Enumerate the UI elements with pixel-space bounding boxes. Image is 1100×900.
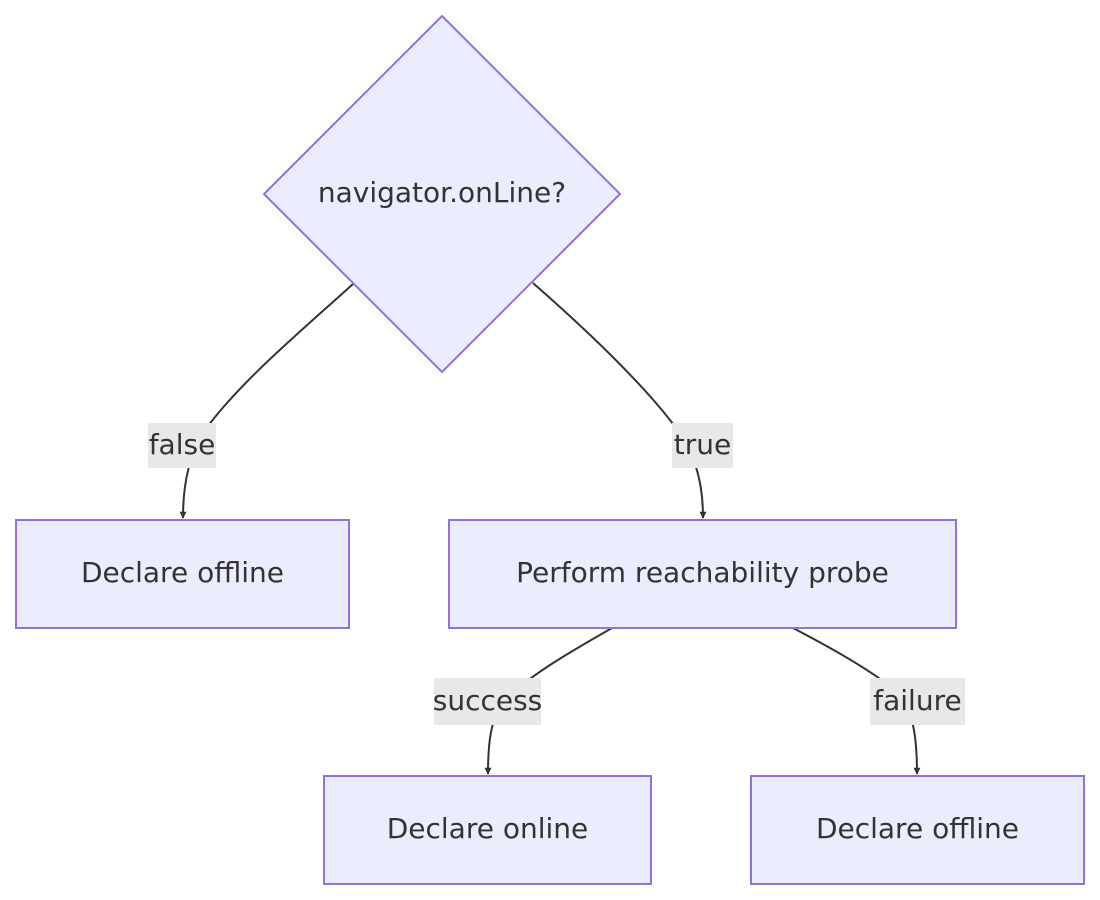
declare-online-label: Declare online <box>387 812 589 845</box>
declare-online-node: Declare online <box>323 775 652 885</box>
edge-true <box>532 282 707 519</box>
edge-label-failure-bg <box>870 678 965 725</box>
decision-diamond <box>262 14 622 374</box>
edge-label-success: success <box>433 678 543 725</box>
edge-label-success-bg <box>434 678 541 725</box>
edge-label-failure: failure <box>870 678 965 725</box>
declare-online-box <box>323 775 652 885</box>
declare-offline-right-label: Declare offline <box>816 812 1019 845</box>
decision-node: navigator.onLine? <box>262 14 622 374</box>
declare-offline-right-node: Declare offline <box>750 775 1085 885</box>
probe-node: Perform reachability probe <box>448 519 957 629</box>
decision-label: navigator.onLine? <box>318 176 566 209</box>
probe-label: Perform reachability probe <box>516 556 889 589</box>
edge-false-path <box>179 283 354 519</box>
declare-offline-left-node: Declare offline <box>15 519 350 629</box>
edge-false <box>179 283 354 519</box>
edge-true-path <box>532 282 707 519</box>
edge-label-failure-text: failure <box>873 684 961 717</box>
edge-label-false-text: false <box>149 428 216 461</box>
edge-label-true: true <box>672 423 733 468</box>
edge-label-false: false <box>148 423 216 468</box>
edge-label-false-bg <box>148 423 216 468</box>
edge-label-success-text: success <box>433 684 543 717</box>
declare-offline-right-box <box>750 775 1085 885</box>
edge-label-true-bg <box>672 423 733 468</box>
edge-label-true-text: true <box>674 428 731 461</box>
probe-box <box>448 519 957 629</box>
declare-offline-left-box <box>15 519 350 629</box>
declare-offline-left-label: Declare offline <box>81 556 284 589</box>
